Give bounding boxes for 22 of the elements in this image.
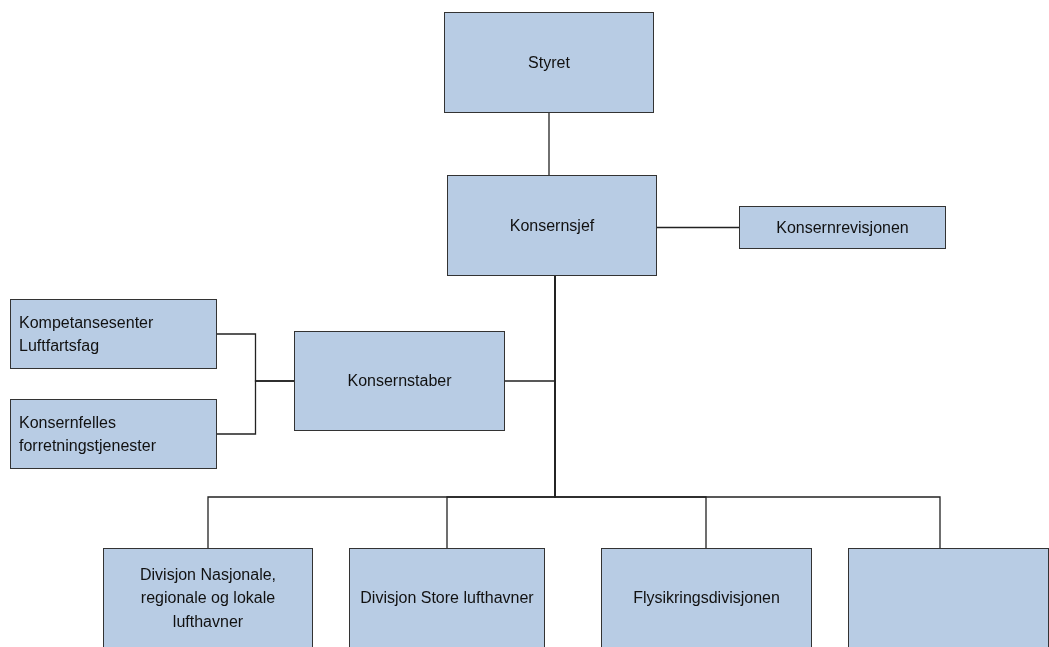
box-label: Konsernrevisjonen bbox=[775, 217, 910, 238]
box-label: Divisjon Store lufthavner bbox=[359, 588, 535, 609]
box-label: Styret bbox=[527, 52, 571, 73]
box-label: Konsernsjef bbox=[508, 215, 596, 236]
org-box bbox=[10, 399, 217, 469]
box-label: Konsernfelles forretningstjenester bbox=[19, 412, 157, 456]
org-box bbox=[739, 206, 946, 249]
box-label: Konsernstaber bbox=[346, 371, 453, 392]
box-label: Divisjon Nasjonale, regionale og lokale lufthavner bbox=[138, 565, 278, 632]
box-label: Kompetansesenter Luftfartsfag bbox=[19, 312, 155, 356]
org-box bbox=[294, 331, 505, 431]
org-box bbox=[349, 548, 545, 647]
org-box bbox=[103, 548, 313, 647]
org-box bbox=[444, 12, 654, 113]
box-label: Flysikringsdivisjonen bbox=[632, 588, 781, 609]
empty-org-box bbox=[848, 548, 1049, 647]
org-box bbox=[10, 299, 217, 369]
connector-line bbox=[548, 112, 550, 176]
org-box bbox=[601, 548, 812, 647]
connector-line bbox=[216, 380, 295, 435]
connector-line bbox=[656, 226, 740, 229]
org-box bbox=[447, 175, 657, 276]
